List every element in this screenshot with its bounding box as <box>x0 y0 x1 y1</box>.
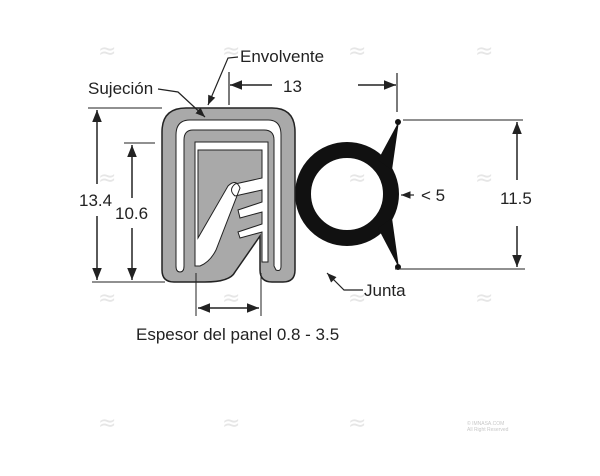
seal-bulb <box>295 119 401 270</box>
dimension-panel-thickness <box>195 273 262 316</box>
watermark-pattern: ≈ ≈ ≈ ≈ ≈ ≈ ≈ ≈ ≈ ≈ ≈ ≈ ≈ ≈ <box>98 39 493 436</box>
junta-label: Junta <box>364 281 406 300</box>
svg-text:≈: ≈ <box>348 166 366 191</box>
svg-text:≈: ≈ <box>348 286 366 311</box>
svg-text:≈: ≈ <box>98 286 116 311</box>
envolvente-leader <box>207 56 239 106</box>
svg-text:≈: ≈ <box>475 166 493 191</box>
envolvente-label: Envolvente <box>240 47 324 66</box>
junta-leader <box>326 272 363 291</box>
svg-text:≈: ≈ <box>98 39 116 64</box>
copyright-line1: © IMNASA.COM <box>467 420 504 427</box>
svg-text:≈: ≈ <box>222 39 240 64</box>
svg-text:≈: ≈ <box>222 411 240 436</box>
sujecion-leader <box>157 88 206 118</box>
dimension-seal-width-label: < 5 <box>421 186 445 205</box>
sujecion-label: Sujeción <box>88 79 153 98</box>
dimension-seal-height-label: 11.5 <box>500 189 532 208</box>
dimension-total-height <box>88 107 165 283</box>
svg-text:≈: ≈ <box>475 286 493 311</box>
svg-text:≈: ≈ <box>222 286 240 311</box>
dimension-inner-height-label: 10.6 <box>115 204 148 223</box>
dimension-width <box>228 72 398 112</box>
dimension-inner-height <box>124 142 155 280</box>
svg-text:≈: ≈ <box>348 411 366 436</box>
clip-profile <box>161 107 296 283</box>
svg-text:≈: ≈ <box>475 39 493 64</box>
svg-text:≈: ≈ <box>348 39 366 64</box>
svg-text:≈: ≈ <box>98 411 116 436</box>
dimension-seal-height <box>395 119 525 270</box>
panel-thickness-label: Espesor del panel 0.8 - 3.5 <box>136 325 339 344</box>
dimension-width-label: 13 <box>283 77 302 96</box>
copyright-line2: All Right Reserved <box>467 427 509 433</box>
dimension-total-height-label: 13.4 <box>79 191 112 210</box>
svg-text:≈: ≈ <box>98 166 116 191</box>
